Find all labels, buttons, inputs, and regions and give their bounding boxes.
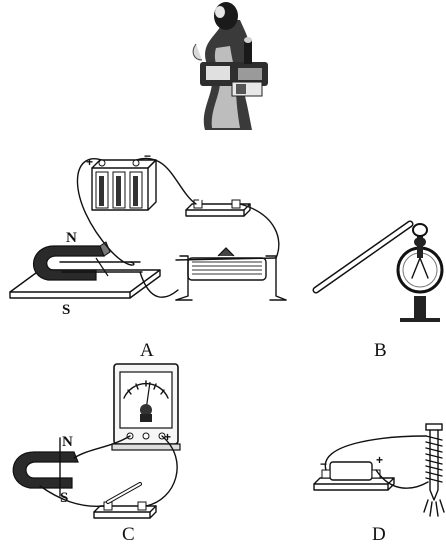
galvanometer: +: [111, 363, 181, 451]
panel-a-label: A: [140, 340, 154, 361]
panel-a: + − N S: [9, 149, 287, 361]
battery-plus-sign-d: +: [376, 453, 383, 467]
panel-d-label: D: [372, 524, 386, 545]
magnet-north-label: N: [66, 230, 77, 246]
battery-d: − +: [313, 453, 395, 491]
magnet-rails-base: N S: [9, 230, 161, 318]
switch-c: [93, 482, 157, 519]
charged-rod: [312, 220, 414, 294]
circuit-wires-c: [39, 435, 178, 508]
electroscope: [396, 223, 444, 322]
battery-minus-sign-d: −: [320, 457, 327, 471]
circuit-wires: [76, 157, 280, 298]
magnet-south-label: S: [62, 302, 70, 318]
machine-illustration: [192, 2, 268, 130]
magnet-south-label-c: S: [60, 490, 68, 506]
switch: [185, 177, 251, 217]
panel-b-label: B: [374, 340, 387, 361]
battery-minus-sign: −: [144, 149, 151, 163]
battery-pack: + −: [86, 149, 157, 211]
magnet-and-conductor: N S: [12, 434, 79, 506]
rheostat: [175, 247, 287, 301]
panel-c-label: C: [122, 524, 135, 545]
battery-plus-sign: +: [86, 155, 93, 169]
magnet-north-label-c: N: [62, 434, 73, 450]
panel-c: + N S C: [12, 363, 181, 545]
nail-electromagnet: [423, 423, 445, 517]
galvanometer-plus-sign: +: [164, 430, 171, 444]
panel-b: B: [312, 220, 444, 361]
panel-d: − + D: [313, 423, 445, 545]
circuit-wires-d: [324, 435, 429, 489]
